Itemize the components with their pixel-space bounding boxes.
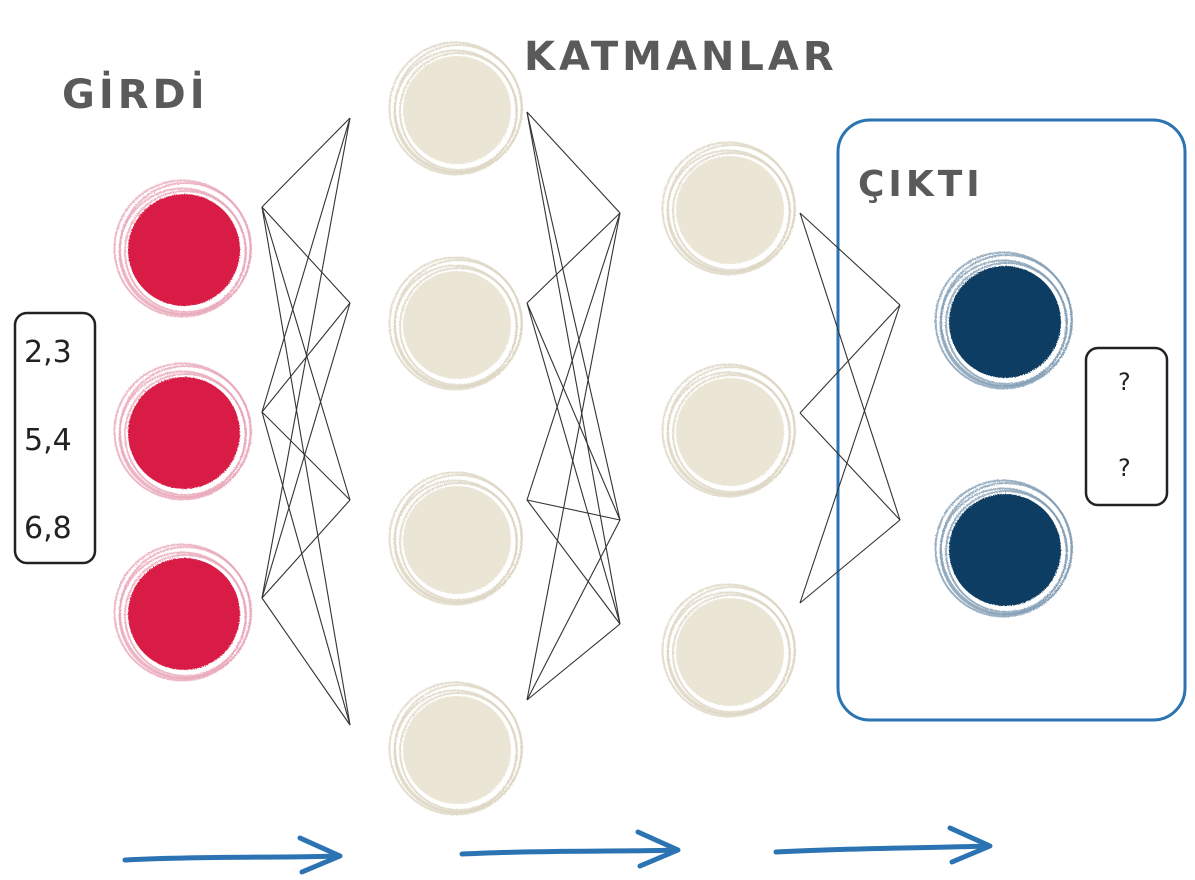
hidden-node-a-4: [388, 681, 523, 816]
hidden-node-a-3: [388, 471, 523, 606]
connection-1-3-0: [526, 212, 621, 701]
hidden-node-a-1: [388, 41, 523, 176]
connection-1-1-1: [526, 302, 621, 521]
hidden-node-b-1: [661, 141, 796, 276]
connection-0-0-0: [261, 117, 351, 208]
node-ring: [399, 267, 518, 386]
input-value-3: 6,8: [24, 511, 72, 546]
flow-arrow-1: [122, 835, 343, 875]
connection-0-0-1: [261, 206, 351, 304]
hidden-node-a-2: [388, 256, 523, 391]
connection-1-1-0: [526, 212, 621, 304]
connection-0-1-3: [261, 411, 351, 726]
output-value-1: ?: [1118, 368, 1131, 396]
connection-1-3-2: [526, 623, 621, 701]
node-core: [676, 156, 784, 264]
node-ring: [672, 594, 791, 713]
connection-2-2-1: [799, 519, 901, 604]
input-node-1: [113, 179, 252, 318]
connection-0-2-3: [261, 597, 351, 726]
hidden-node-b-2: [661, 363, 796, 498]
input-value-1: 2,3: [24, 335, 72, 370]
node-ring: [124, 373, 247, 496]
connection-1-3-1: [526, 519, 621, 701]
connection-2-1-1: [799, 412, 901, 521]
hidden-node-b-3: [661, 583, 796, 718]
layers-title: KATMANLAR: [524, 34, 838, 80]
node-ring: [399, 692, 518, 811]
node-core: [403, 56, 511, 164]
node-core: [676, 378, 784, 486]
node-core: [403, 271, 511, 379]
connection-0-2-2: [261, 499, 351, 599]
node-core: [128, 194, 240, 306]
connection-0-0-3: [261, 206, 351, 726]
connection-1-2-1: [526, 499, 621, 521]
node-core: [403, 486, 511, 594]
connections: [261, 111, 901, 726]
node-core: [403, 696, 511, 804]
input-value-2: 5,4: [24, 423, 72, 458]
node-ring: [124, 190, 247, 313]
node-ring: [124, 554, 247, 677]
output-node-1: [934, 251, 1073, 390]
connection-0-2-1: [261, 302, 351, 599]
flow-arrow-2: [459, 829, 681, 869]
input-values-box: [13, 311, 97, 565]
node-ring: [945, 490, 1068, 613]
node-ring: [672, 374, 791, 493]
nodes: [113, 41, 1073, 816]
connection-0-0-2: [261, 206, 351, 501]
node-ring: [672, 152, 791, 271]
connection-1-0-0: [526, 111, 621, 214]
connection-1-0-1: [526, 111, 621, 521]
node-core: [128, 377, 240, 489]
output-title: ÇIKTI: [858, 164, 984, 205]
connection-1-2-2: [526, 499, 621, 625]
connection-2-2-0: [799, 304, 901, 604]
connection-2-0-0: [799, 212, 901, 306]
connection-0-1-2: [261, 411, 351, 501]
connection-1-1-2: [526, 302, 621, 625]
flow-arrow-3: [773, 825, 993, 865]
output-values-box: [1084, 346, 1169, 507]
input-node-3: [113, 543, 252, 682]
node-core: [128, 558, 240, 670]
node-ring: [945, 262, 1068, 385]
node-core: [949, 266, 1061, 378]
node-core: [949, 494, 1061, 606]
output-value-2: ?: [1118, 454, 1131, 482]
input-node-2: [113, 362, 252, 501]
node-ring: [399, 52, 518, 171]
connection-0-2-0: [261, 117, 351, 599]
connection-1-2-0: [526, 212, 621, 501]
node-core: [676, 598, 784, 706]
output-node-2: [934, 479, 1073, 618]
connection-2-1-0: [799, 304, 901, 414]
connection-2-0-1: [799, 212, 901, 521]
output-frame: [836, 118, 1187, 722]
input-title: GİRDİ: [62, 70, 209, 118]
node-ring: [399, 482, 518, 601]
connection-1-0-2: [526, 111, 621, 625]
connection-0-1-0: [261, 117, 351, 413]
